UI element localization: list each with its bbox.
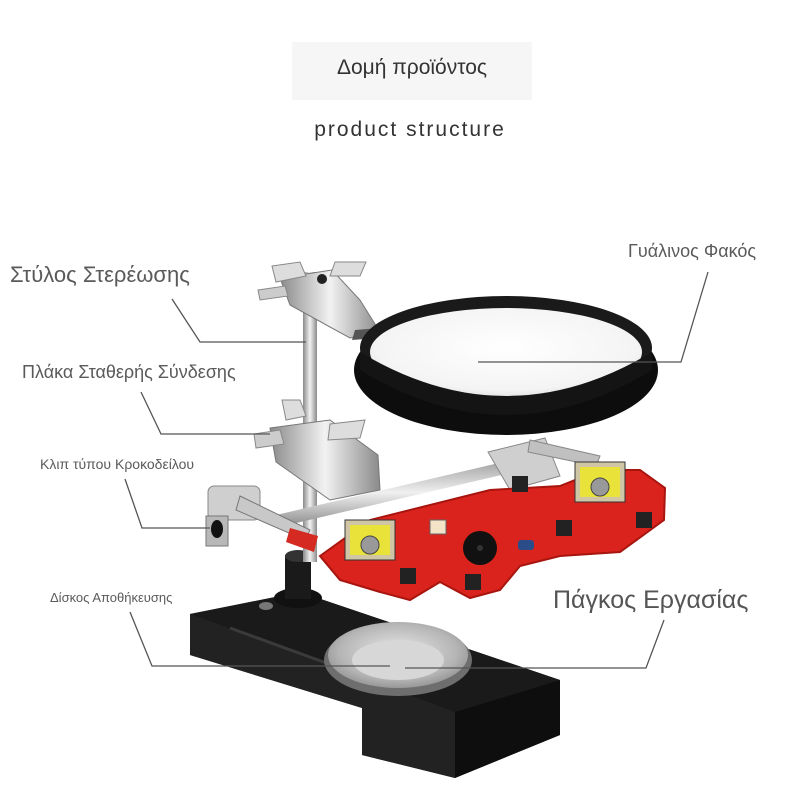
alligator-clip-right <box>487 437 601 491</box>
label-workbench: Πάγκος Εργασίας <box>553 586 749 614</box>
callout-line-mounting-post <box>171 298 306 343</box>
label-alligator-clip: Κλιπ τύπου Κροκοδείλου <box>40 456 195 472</box>
page-title: Δομή προϊόντος <box>336 56 488 79</box>
callout-line-connection-plate <box>140 391 270 435</box>
storage-dish <box>324 622 472 696</box>
callout-line-workbench <box>405 619 665 669</box>
horizontal-rod <box>276 458 523 527</box>
glass-lens <box>352 296 658 435</box>
label-mounting-post: Στύλος Στερέωσης <box>10 262 190 287</box>
pcb-board <box>318 461 667 602</box>
upper-clamp <box>257 261 381 339</box>
title-background <box>292 42 532 100</box>
label-glass-lens: Γυάλινος Φακός <box>628 241 757 261</box>
label-storage-dish: Δίσκος Αποθήκευσης <box>50 590 173 605</box>
mounting-post <box>274 272 322 608</box>
callout-line-storage-dish <box>129 611 390 667</box>
page-subtitle: product structure <box>314 118 506 141</box>
callout-lines <box>124 271 709 669</box>
label-connection-plate: Πλάκα Σταθερής Σύνδεσης <box>22 362 236 382</box>
callout-line-glass-lens <box>478 271 709 363</box>
callout-line-alligator-clip <box>124 478 210 529</box>
connection-plate <box>253 399 381 501</box>
alligator-clip-left <box>205 485 318 552</box>
